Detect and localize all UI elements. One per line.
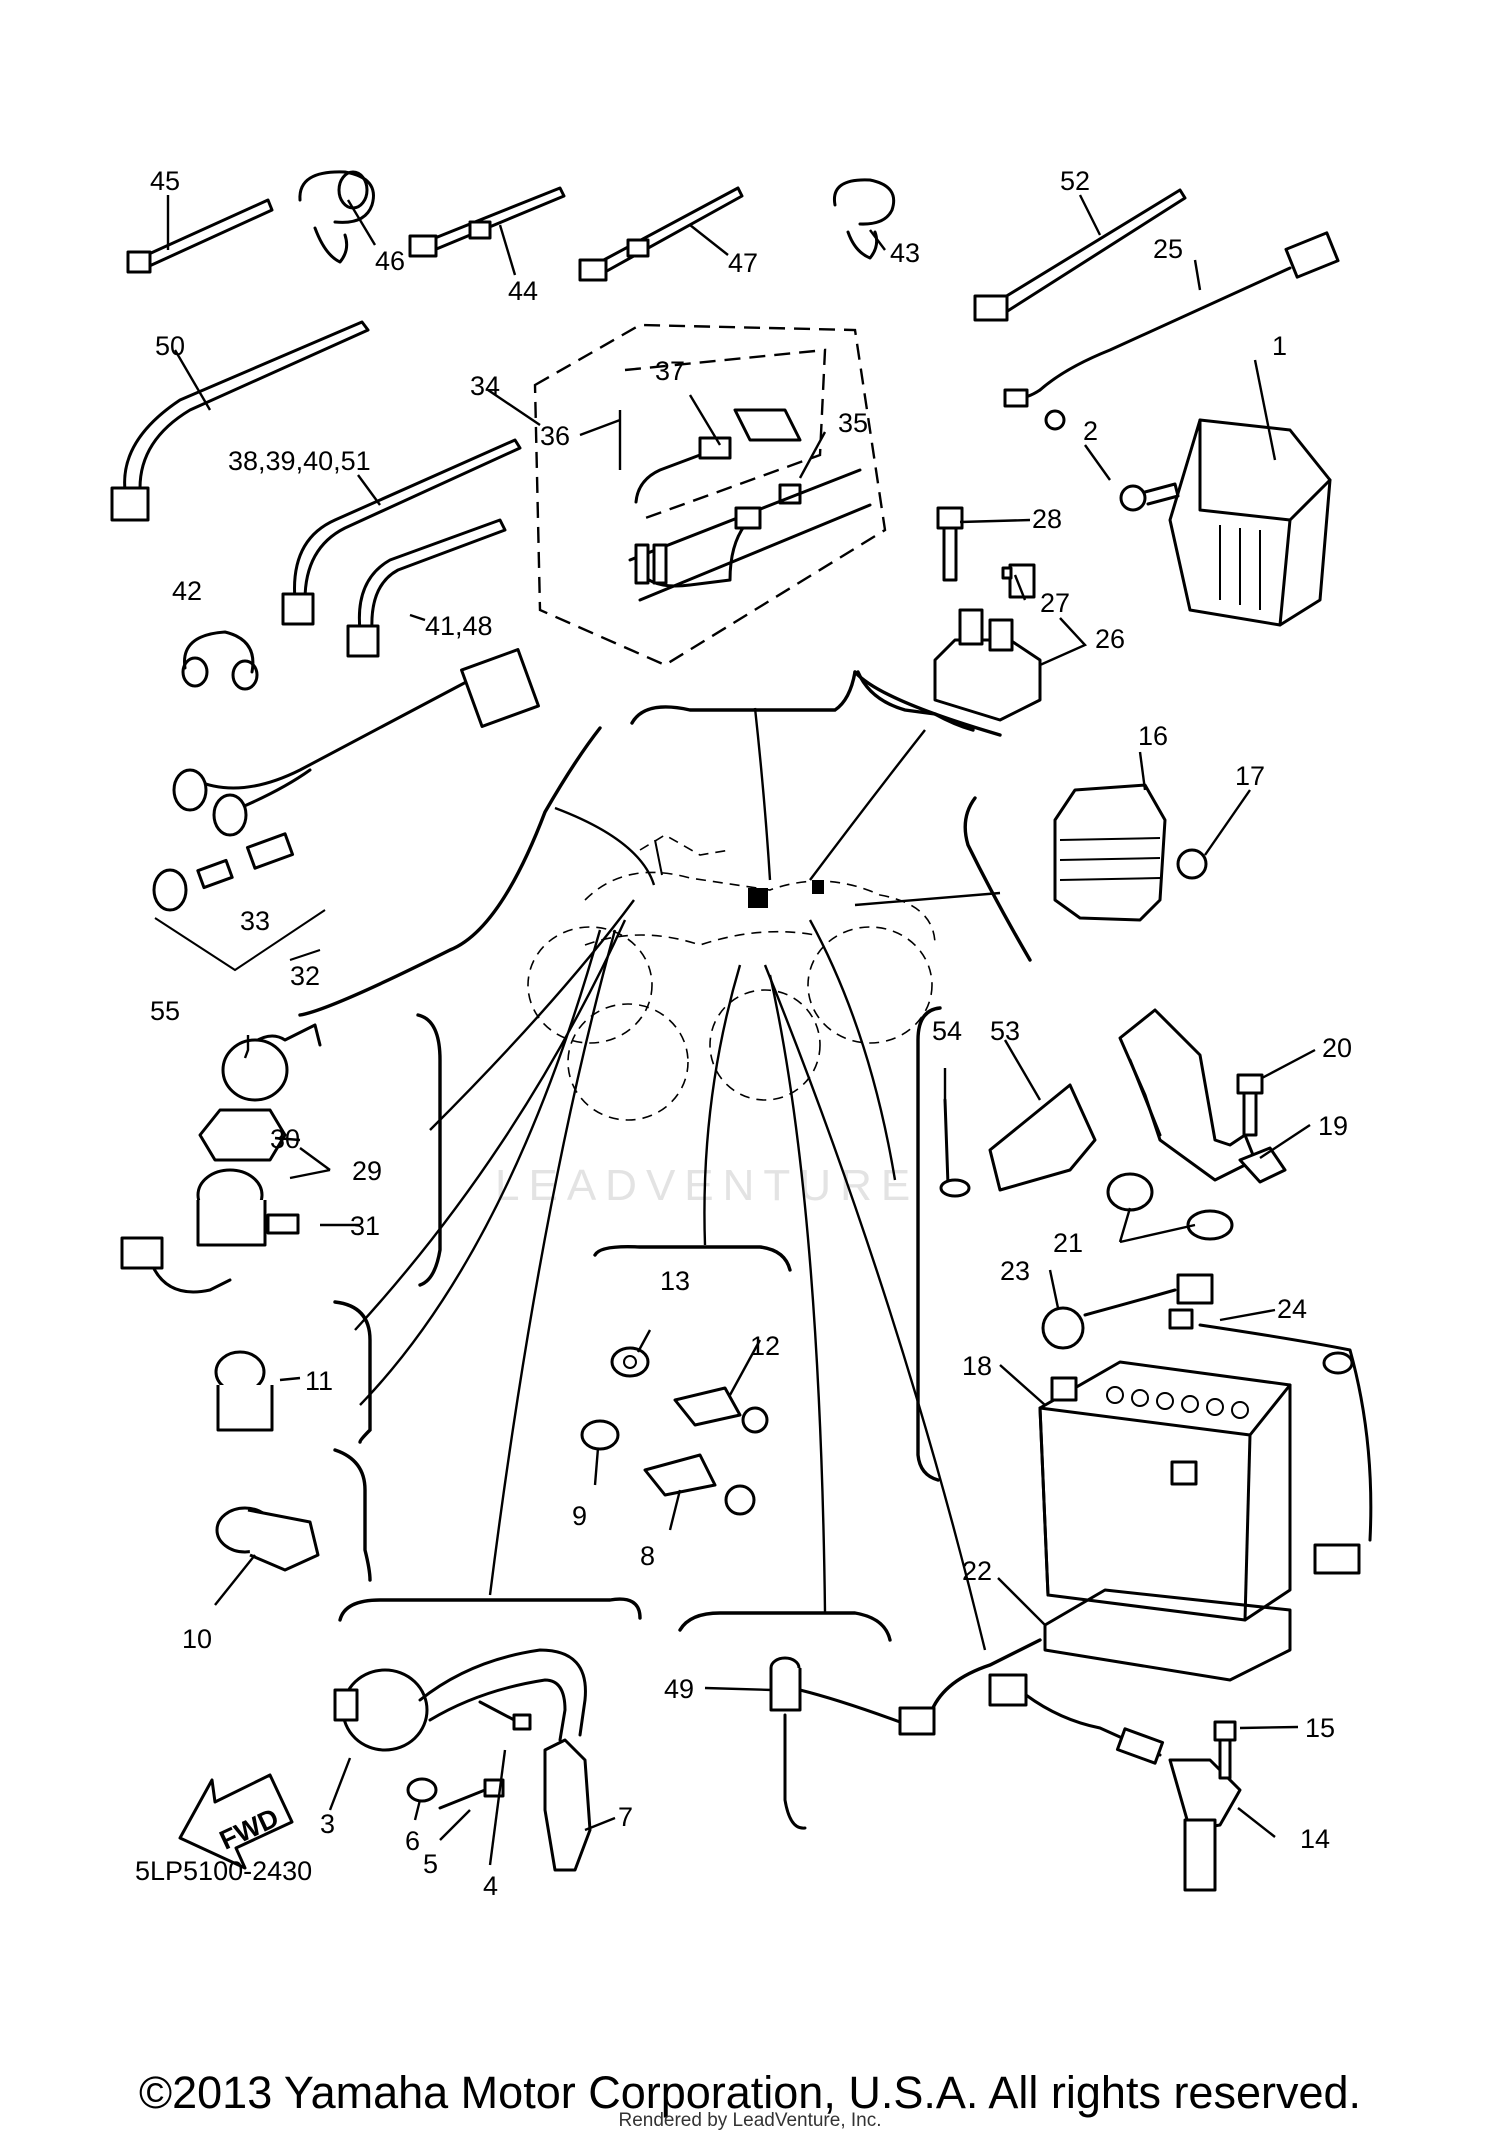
callout-36: 36 xyxy=(540,421,570,451)
callout-guides xyxy=(354,707,1001,1651)
washer-6 xyxy=(406,1777,438,1803)
diagram-code: 5LP5100-2430 xyxy=(135,1856,312,1886)
callout-28: 28 xyxy=(1032,504,1062,534)
callout-18: 18 xyxy=(962,1351,992,1381)
callout-37: 37 xyxy=(655,356,685,386)
speed-sensor-14 xyxy=(988,1673,1242,1892)
cable-tie-47 xyxy=(578,186,744,282)
callout-1: 1 xyxy=(1272,331,1287,361)
callout-54: 54 xyxy=(932,1016,962,1046)
cable-tie-41-48 xyxy=(346,518,507,658)
clamp-43 xyxy=(832,178,896,260)
cdi-unit-1 xyxy=(1168,418,1332,627)
screw-2 xyxy=(1119,482,1180,512)
callout-35: 35 xyxy=(838,408,868,438)
callout-27: 27 xyxy=(1040,588,1070,618)
plug-cap-7 xyxy=(543,1738,592,1872)
callout-5: 5 xyxy=(423,1849,438,1879)
switch-parts-8-13 xyxy=(580,1346,769,1516)
cable-tie-44 xyxy=(408,186,566,258)
callout-38-39-40-51: 38,39,40,51 xyxy=(228,446,371,476)
neutral-switch-11 xyxy=(214,1350,274,1432)
callout-22: 22 xyxy=(962,1556,992,1586)
callout-33: 33 xyxy=(240,906,270,936)
fwd-label: FWD xyxy=(215,1802,283,1855)
callout-2: 2 xyxy=(1083,416,1098,446)
battery-leads-23-24 xyxy=(1041,1273,1373,1575)
wire-harness-kit-34 xyxy=(533,323,887,667)
callout-53: 53 xyxy=(990,1016,1020,1046)
callout-24: 24 xyxy=(1277,1294,1307,1324)
cover-53 xyxy=(988,1083,1097,1192)
sensor-49 xyxy=(769,1656,936,1830)
callout-15: 15 xyxy=(1305,1713,1335,1743)
callout-13: 13 xyxy=(660,1266,690,1296)
callout-42: 42 xyxy=(172,576,202,606)
starter-relay-26 xyxy=(933,563,1042,722)
callout-19: 19 xyxy=(1318,1111,1348,1141)
lead-wire-25 xyxy=(1003,231,1340,431)
callout-11: 11 xyxy=(305,1366,333,1396)
cable-tie-52 xyxy=(973,188,1187,322)
bracket-19 xyxy=(1106,1008,1287,1241)
callout-31: 31 xyxy=(350,1211,380,1241)
callout-12: 12 xyxy=(750,1331,780,1361)
callout-3: 3 xyxy=(320,1809,335,1839)
fwd-arrow-icon: FWD xyxy=(178,1773,294,1870)
callout-9: 9 xyxy=(572,1501,587,1531)
rivet-54 xyxy=(939,1098,971,1198)
callout-45: 45 xyxy=(150,166,180,196)
callout-34: 34 xyxy=(470,371,500,401)
callout-17: 17 xyxy=(1235,761,1265,791)
callout-47: 47 xyxy=(728,248,758,278)
bolt-4 xyxy=(478,1700,532,1731)
callout-29: 29 xyxy=(352,1156,382,1186)
wire-lead-32 xyxy=(152,648,540,972)
callout-50: 50 xyxy=(155,331,185,361)
callout-6: 6 xyxy=(405,1826,420,1856)
callout-32: 32 xyxy=(290,961,320,991)
cable-tie-45 xyxy=(126,198,274,274)
callout-25: 25 xyxy=(1153,234,1183,264)
cable-tie-50 xyxy=(110,320,370,522)
callout-46: 46 xyxy=(375,246,405,276)
callout-44: 44 xyxy=(508,276,538,306)
reverse-switch-10 xyxy=(215,1506,320,1572)
callout-leaders xyxy=(166,194,1316,1866)
callout-10: 10 xyxy=(182,1624,212,1654)
clamp-46 xyxy=(298,170,375,264)
callout-20: 20 xyxy=(1322,1033,1352,1063)
callout-7: 7 xyxy=(618,1802,633,1832)
callout-14: 14 xyxy=(1300,1824,1330,1854)
callout-41-48: 41,48 xyxy=(425,611,493,641)
rectifier-regulator-16 xyxy=(1053,783,1208,922)
callout-43: 43 xyxy=(890,238,920,268)
callout-21: 21 xyxy=(1053,1228,1083,1258)
main-switch-29 xyxy=(120,1023,322,1294)
copyright-notice: ©2013 Yamaha Motor Corporation, U.S.A. A… xyxy=(138,2067,1362,2118)
group-brackets xyxy=(298,670,1042,1712)
bolt-20 xyxy=(1236,1073,1264,1137)
callout-23: 23 xyxy=(1000,1256,1030,1286)
callout-55: 55 xyxy=(150,996,180,1026)
callout-52: 52 xyxy=(1060,166,1090,196)
ignition-coil-3 xyxy=(333,1648,587,1752)
atv-illustration xyxy=(527,834,936,1121)
battery-band-22 xyxy=(1043,1588,1292,1682)
bolt-28 xyxy=(936,506,964,582)
callout-4: 4 xyxy=(483,1871,498,1901)
callout-16: 16 xyxy=(1138,721,1168,751)
bolt-5 xyxy=(438,1778,505,1810)
callout-labels: 45 46 44 47 43 52 25 1 2 50 34 36 37 35 … xyxy=(135,166,1352,1901)
cable-tie-38-39-40-51 xyxy=(281,438,522,626)
callout-8: 8 xyxy=(640,1541,655,1571)
clamp-42 xyxy=(181,630,259,691)
callout-30: 30 xyxy=(270,1124,300,1154)
battery-18 xyxy=(1038,1360,1292,1622)
callout-49: 49 xyxy=(664,1674,694,1704)
rendered-by-notice: Rendered by LeadVenture, Inc. xyxy=(618,2110,882,2131)
bolt-15 xyxy=(1213,1720,1237,1780)
callout-26: 26 xyxy=(1095,624,1125,654)
